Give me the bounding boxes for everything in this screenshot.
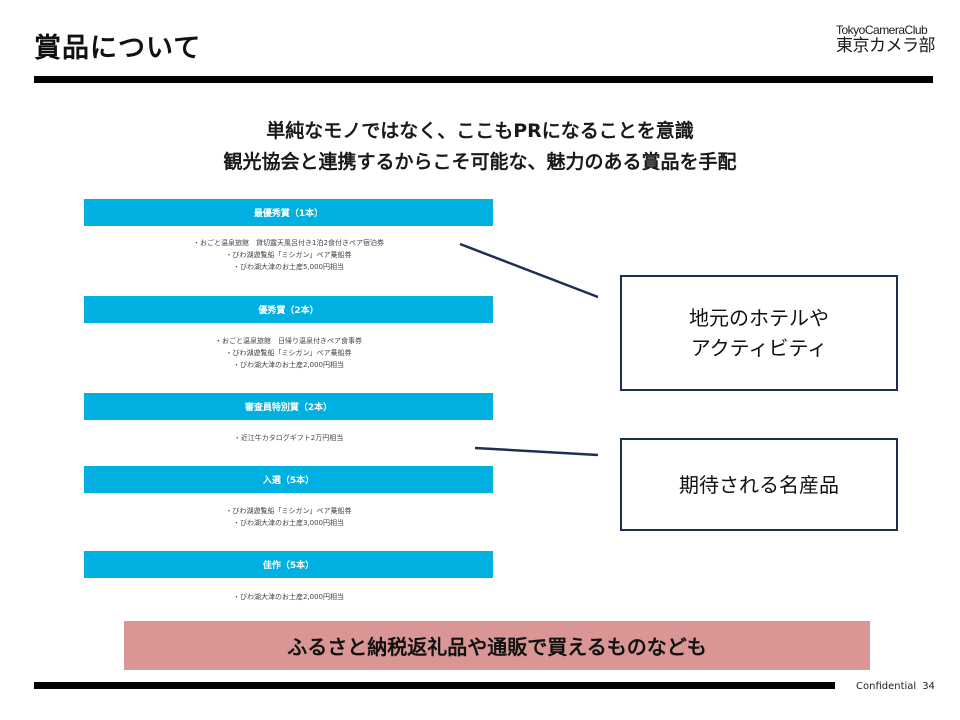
prize-items-judges-special: ・近江牛カタログギフト2万円相当 [84, 432, 493, 444]
callout-local-hotels: 地元のホテルや アクティビティ [620, 275, 898, 391]
callout-local-products: 期待される名産品 [620, 438, 898, 531]
callout-text: 地元のホテルや [689, 306, 829, 330]
prize-item: ・びわ湖大津のお土産2,000円相当 [232, 361, 345, 369]
prize-bar-selected: 入選（5本） [84, 466, 493, 493]
bottom-banner: ふるさと納税返礼品や通販で買えるものなども [124, 621, 870, 670]
headline-line-2: 観光協会と連携するからこそ可能な、魅力のある賞品を手配 [223, 151, 737, 173]
prize-item: ・おごと温泉旅館 日帰り温泉付きペア食事券 [215, 337, 362, 345]
tokyo-camera-club-logo: TokyoCameraClub 東京カメラ部 [836, 23, 936, 56]
prize-items-excellent: ・おごと温泉旅館 日帰り温泉付きペア食事券 ・びわ湖遊覧船「ミシガン」ペア乗船券… [84, 335, 493, 371]
header-rule [34, 76, 933, 83]
page-number: 34 [922, 681, 935, 692]
prize-items-selected: ・びわ湖遊覧船「ミシガン」ペア乗船券 ・びわ湖大津のお土産3,000円相当 [84, 505, 493, 529]
logo-text-en: TokyoCameraClub [836, 23, 928, 37]
logo-text-jp: 東京カメラ部 [836, 36, 936, 56]
prize-item: ・びわ湖遊覧船「ミシガン」ペア乗船券 [225, 251, 352, 259]
headline-line-1: 単純なモノではなく、ここもPRになることを意識 [266, 120, 694, 142]
prize-item: ・びわ湖遊覧船「ミシガン」ペア乗船券 [225, 507, 352, 515]
footer: Confidential 34 [856, 681, 941, 692]
prize-label: 佳作（5本） [262, 561, 315, 571]
prize-bar-grand: 最優秀賞（1本） [84, 199, 493, 226]
prize-item: ・びわ湖大津のお土産3,000円相当 [232, 519, 345, 527]
slide-title: 賞品について [34, 33, 202, 64]
confidential-label: Confidential [856, 681, 917, 692]
callout-text: アクティビティ [690, 336, 828, 360]
prize-items-grand: ・おごと温泉旅館 貸切露天風呂付き1泊2食付きペア宿泊券 ・びわ湖遊覧船「ミシガ… [84, 237, 493, 273]
prize-item: ・びわ湖大津のお土産5,000円相当 [232, 263, 345, 271]
prize-item: ・近江牛カタログギフト2万円相当 [233, 434, 344, 442]
prize-bar-excellent: 優秀賞（2本） [84, 296, 493, 323]
prize-label: 審査員特別賞（2本） [244, 403, 333, 413]
prize-bar-judges-special: 審査員特別賞（2本） [84, 393, 493, 420]
connector-line-products [474, 446, 599, 457]
prize-label: 優秀賞（2本） [258, 306, 319, 316]
prize-bar-honorable: 佳作（5本） [84, 551, 493, 578]
prize-label: 入選（5本） [262, 476, 315, 486]
footer-rule [34, 682, 835, 689]
prize-label: 最優秀賞（1本） [253, 209, 324, 219]
prize-item: ・びわ湖遊覧船「ミシガン」ペア乗船券 [225, 349, 352, 357]
banner-text: ふるさと納税返礼品や通販で買えるものなども [287, 635, 707, 659]
prize-item: ・びわ湖大津のお土産2,000円相当 [232, 593, 345, 601]
callout-text: 期待される名産品 [679, 472, 839, 497]
prize-item: ・おごと温泉旅館 貸切露天風呂付き1泊2食付きペア宿泊券 [193, 239, 384, 247]
prize-items-honorable: ・びわ湖大津のお土産2,000円相当 [84, 591, 493, 603]
